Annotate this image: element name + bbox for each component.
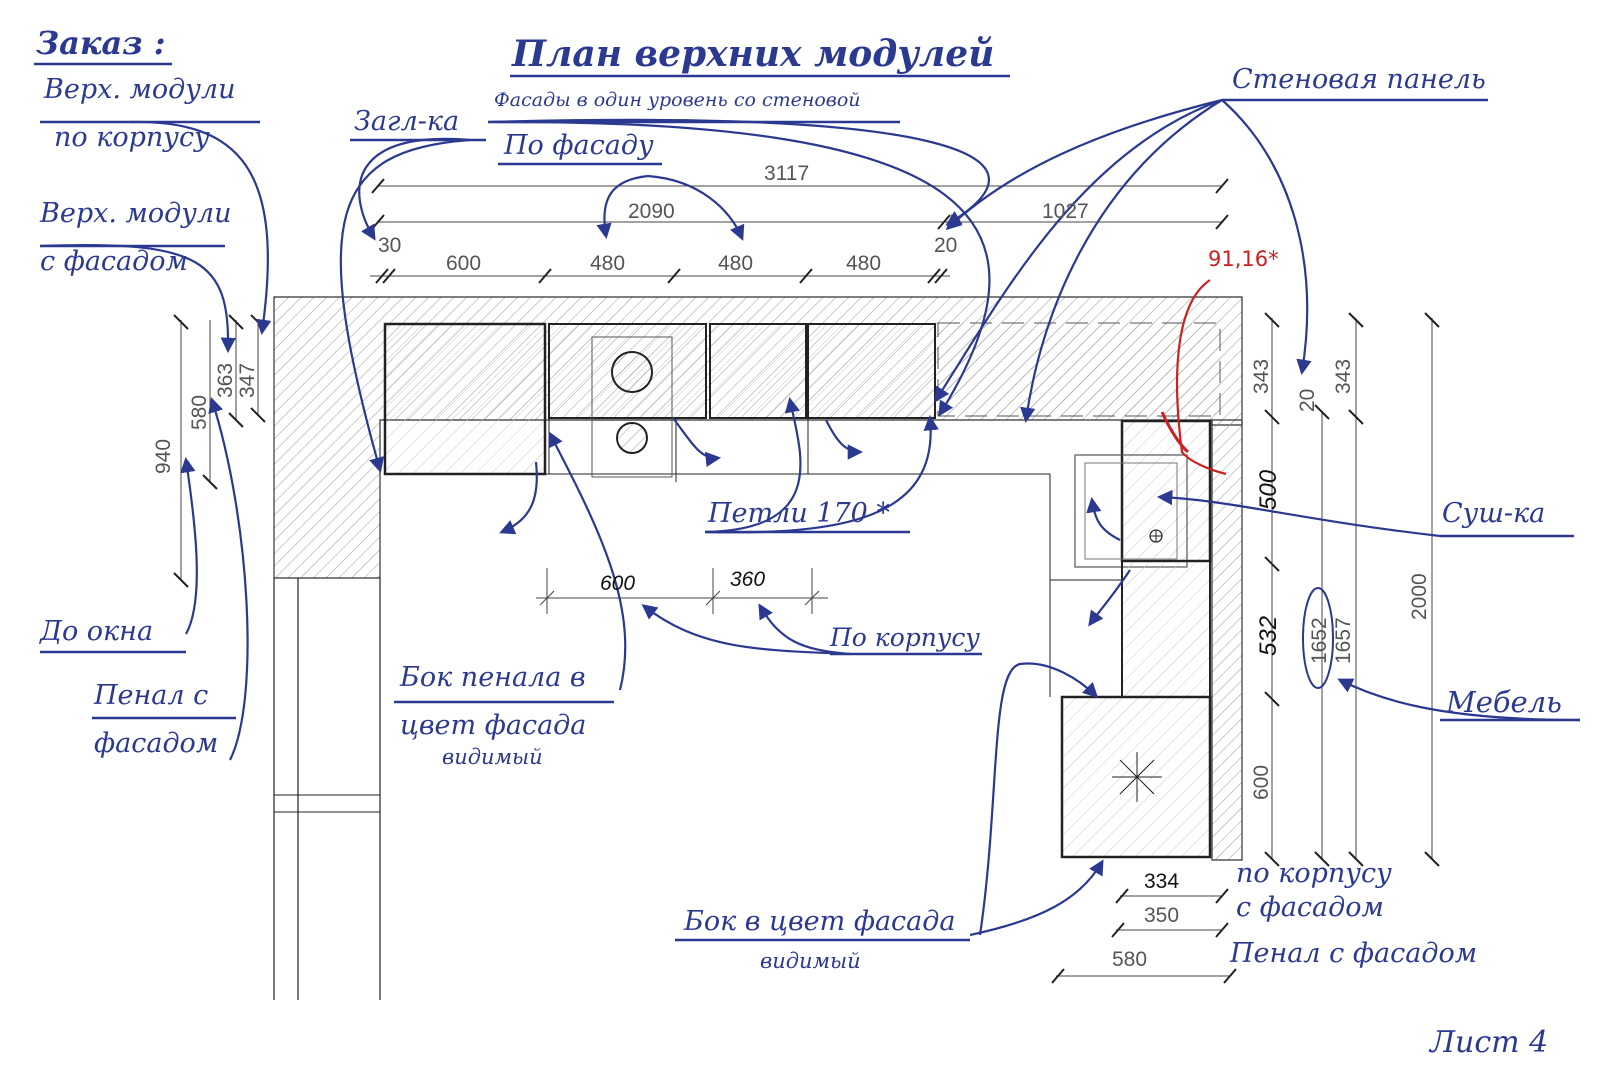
angle-label: 91,16*: [1208, 247, 1279, 271]
dim-343-b: 343: [1332, 359, 1355, 394]
dim-20-top: 20: [934, 234, 957, 257]
note-upper-facade-2: с фасадом: [40, 246, 188, 277]
module-532: [1121, 560, 1211, 698]
note-upper-body-1: Верх. модули: [43, 74, 236, 105]
note-side-facade-2: видимый: [760, 949, 861, 973]
dim-360: 360: [730, 568, 765, 591]
note-pencil-case-1: Пенал с: [93, 680, 208, 711]
note-underlines: [34, 62, 1580, 942]
dimension-labels: 3117 2090 1027 30 20 600 480 480 480 363…: [152, 162, 1431, 971]
dryer-module: [1120, 419, 1212, 563]
dim-total: 3117: [764, 162, 809, 185]
wall-right: [1211, 419, 1243, 861]
burner-large: [611, 351, 653, 393]
note-furniture: Мебель: [1445, 685, 1562, 719]
dim-480-a: 480: [590, 252, 625, 275]
note-wall-panel: Стеновая панель: [1232, 64, 1486, 95]
note-pencil-case-2: фасадом: [94, 728, 218, 759]
note-side-pencil-2: цвет фасада: [400, 710, 586, 741]
note-dryer: Суш-ка: [1442, 498, 1545, 529]
dim-20-right: 20: [1296, 389, 1319, 412]
note-by-body-2: по корпусу: [1236, 858, 1392, 889]
dim-600-top: 600: [446, 252, 481, 275]
page-title: План верхних модулей: [511, 33, 994, 75]
dim-1657: 1657: [1332, 617, 1355, 664]
dim-532: 532: [1255, 616, 1282, 656]
burner-small: [616, 422, 648, 454]
note-side-facade-1: Бок в цвет фасада: [683, 906, 955, 937]
order-label: Заказ :: [36, 24, 166, 62]
dim-363: 363: [214, 363, 237, 398]
window-column: [273, 578, 381, 1000]
dim-343-a: 343: [1250, 359, 1273, 394]
dim-350: 350: [1144, 904, 1179, 927]
dim-1027: 1027: [1042, 200, 1089, 223]
note-upper-body-2: по корпусу: [54, 122, 210, 153]
note-pencil-case-facade: Пенал с фасадом: [1229, 938, 1477, 969]
handwritten-notes: Заказ : План верхних модулей Фасады в од…: [36, 24, 1562, 1060]
subtitle: Фасады в один уровень со стеновой: [494, 89, 861, 111]
note-upper-facade-1: Верх. модули: [39, 198, 232, 229]
note-side-pencil-3: видимый: [442, 745, 543, 769]
hob: [591, 336, 673, 478]
left-dimensions: [173, 314, 266, 588]
dim-600-mid: 600: [600, 572, 635, 595]
mid-dimensions: [536, 568, 828, 614]
furniture-dim-ellipse: [1302, 587, 1334, 689]
module-480-1: [548, 323, 707, 419]
bottom-dimensions: [1051, 888, 1237, 984]
upper-modules: [383, 322, 1051, 580]
note-hinges: Петли 170 *: [707, 498, 890, 529]
dim-580-h: 580: [1112, 948, 1147, 971]
wall-panel-zone: [937, 322, 1221, 417]
dim-580-v: 580: [188, 395, 211, 430]
note-to-window: До окна: [39, 616, 153, 647]
sheet-label: Лист 4: [1428, 1025, 1548, 1060]
dim-2000: 2000: [1408, 573, 1431, 620]
right-modules: [1049, 419, 1212, 859]
dim-480-b: 480: [718, 252, 753, 275]
module-480-3: [807, 323, 936, 419]
dim-30: 30: [378, 234, 401, 257]
dim-334: 334: [1144, 870, 1179, 893]
dim-940: 940: [152, 439, 175, 474]
note-by-facade: По фасаду: [503, 130, 654, 161]
note-side-pencil-1: Бок пенала в: [399, 662, 586, 693]
dim-600-right: 600: [1250, 765, 1273, 800]
note-by-body: По корпусу: [829, 623, 980, 652]
dim-2090: 2090: [628, 200, 675, 223]
top-dimensions: [370, 178, 1229, 284]
dim-500: 500: [1255, 469, 1282, 510]
dim-347: 347: [236, 363, 259, 398]
dim-480-c: 480: [846, 252, 881, 275]
note-plug: Загл-ка: [354, 106, 459, 137]
note-with-facade: с фасадом: [1236, 892, 1384, 923]
module-600: [383, 322, 547, 476]
dim-1652: 1652: [1308, 617, 1331, 664]
right-dimensions: [1264, 312, 1440, 867]
angle-callout: [1175, 279, 1227, 476]
